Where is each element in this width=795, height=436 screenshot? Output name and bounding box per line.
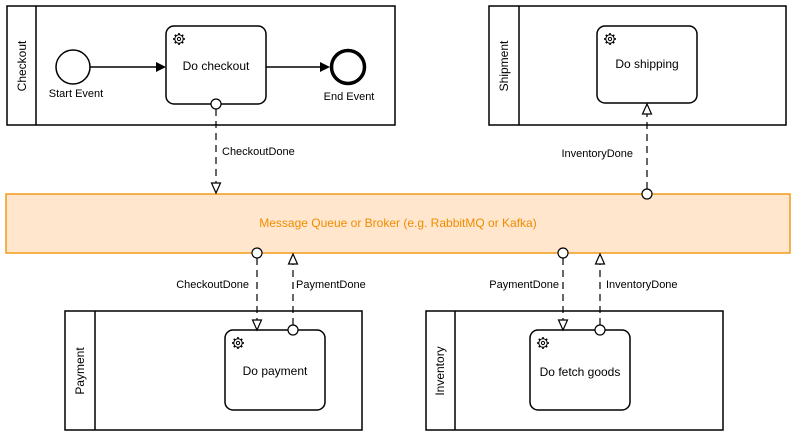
pool-label-inventory: Inventory	[433, 346, 447, 395]
pool-label-shipment: Shipment	[497, 40, 511, 91]
end-event-label: End Event	[324, 91, 375, 103]
label-payment-done-inventory: PaymentDone	[489, 279, 559, 291]
message-broker[interactable]: Message Queue or Broker (e.g. RabbitMQ o…	[5, 193, 791, 254]
task-do-fetch-goods[interactable]: Do fetch goods	[529, 329, 631, 411]
broker-label: Message Queue or Broker (e.g. RabbitMQ o…	[259, 216, 536, 230]
task-label-fetch-goods: Do fetch goods	[540, 365, 621, 379]
message-flow-inventory-done-top	[641, 102, 653, 200]
message-flow-payment-done-payment	[287, 252, 299, 336]
message-flow-checkout-done-top	[210, 109, 222, 195]
task-label-payment: Do payment	[243, 364, 308, 378]
open-triangle-arrow	[210, 182, 222, 195]
task-label-checkout: Do checkout	[183, 59, 250, 73]
task-do-shipping[interactable]: Do shipping	[596, 25, 698, 104]
message-flow-payment-done-inventory	[557, 247, 569, 332]
sequence-flow-checkout-end	[266, 62, 330, 72]
gear-icon	[172, 32, 186, 46]
label-payment-done-payment: PaymentDone	[296, 279, 366, 291]
message-flow-inventory-done-inventory	[594, 252, 606, 336]
end-event[interactable]	[329, 48, 367, 86]
start-event[interactable]	[55, 49, 91, 85]
task-label-shipping: Do shipping	[615, 57, 678, 71]
sequence-flow-start-checkout	[90, 62, 166, 72]
label-inventory-done-inventory: InventoryDone	[606, 279, 678, 291]
task-do-checkout[interactable]: Do checkout	[165, 25, 267, 105]
pool-label-payment: Payment	[73, 347, 87, 395]
task-do-payment[interactable]: Do payment	[224, 329, 326, 411]
label-checkout-done-top: CheckoutDone	[222, 146, 295, 158]
message-circle	[210, 98, 222, 110]
pool-label-checkout: Checkout	[15, 40, 29, 91]
message-flow-checkout-done-payment	[251, 247, 263, 332]
label-checkout-done-payment: CheckoutDone	[176, 279, 249, 291]
start-event-label: Start Event	[49, 88, 103, 100]
label-inventory-done-top: InventoryDone	[561, 148, 633, 160]
